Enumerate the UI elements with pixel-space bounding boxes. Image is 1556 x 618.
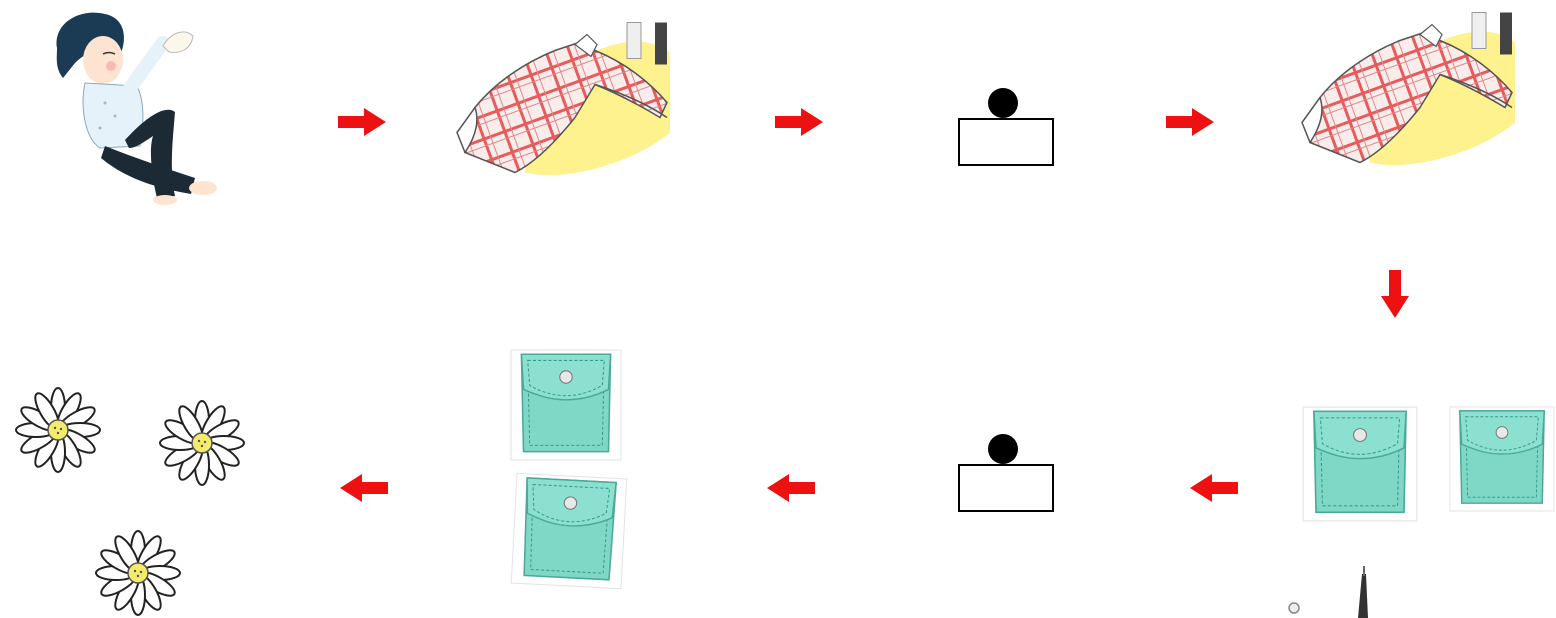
- arrow-right-icon: [338, 108, 386, 136]
- arrow-left-icon: [767, 474, 815, 502]
- pocket-picture-3: [1300, 405, 1420, 523]
- box-marker-dot: [988, 88, 1018, 118]
- arrow-left-1: [340, 474, 388, 502]
- blank-answer-box-2[interactable]: [958, 434, 1054, 512]
- pocket-picture-4: [1448, 400, 1556, 518]
- daisy-icon: [152, 398, 252, 488]
- arrow-right-icon: [775, 108, 823, 136]
- plaid-shirt-picture-1: [455, 20, 675, 185]
- arrow-right-icon: [1166, 108, 1214, 136]
- arrow-left-icon: [1190, 474, 1238, 502]
- pocket-icon: [507, 348, 625, 462]
- daisy-flower-2: [152, 398, 252, 488]
- answer-box[interactable]: [958, 118, 1054, 166]
- daisy-icon: [8, 385, 108, 475]
- answer-box[interactable]: [958, 464, 1054, 512]
- box-marker-dot: [988, 434, 1018, 464]
- daisy-icon: [88, 528, 188, 618]
- arrow-right-3: [1166, 108, 1214, 136]
- plaid-shirt-icon: [1300, 10, 1520, 175]
- cropped-picture-fragment: [1278, 560, 1398, 618]
- arrow-left-2: [767, 474, 815, 502]
- daisy-flower-3: [88, 528, 188, 618]
- arrow-down: [1381, 270, 1409, 318]
- pocket-icon: [507, 471, 631, 591]
- arrow-right-1: [338, 108, 386, 136]
- blank-answer-box-1[interactable]: [958, 88, 1054, 166]
- cropped-object-icon: [1278, 560, 1398, 618]
- boy-sitting-picture: [45, 8, 235, 208]
- plaid-shirt-picture-2: [1300, 10, 1520, 175]
- arrow-right-2: [775, 108, 823, 136]
- arrow-down-icon: [1381, 270, 1409, 318]
- boy-sitting-icon: [45, 8, 235, 208]
- pocket-picture-1: [507, 348, 625, 462]
- plaid-shirt-icon: [455, 20, 675, 185]
- pocket-icon: [1448, 400, 1556, 518]
- arrow-left-icon: [340, 474, 388, 502]
- daisy-flower-1: [8, 385, 108, 475]
- pocket-icon: [1300, 405, 1420, 523]
- arrow-left-3: [1190, 474, 1238, 502]
- pocket-picture-2: [507, 471, 631, 591]
